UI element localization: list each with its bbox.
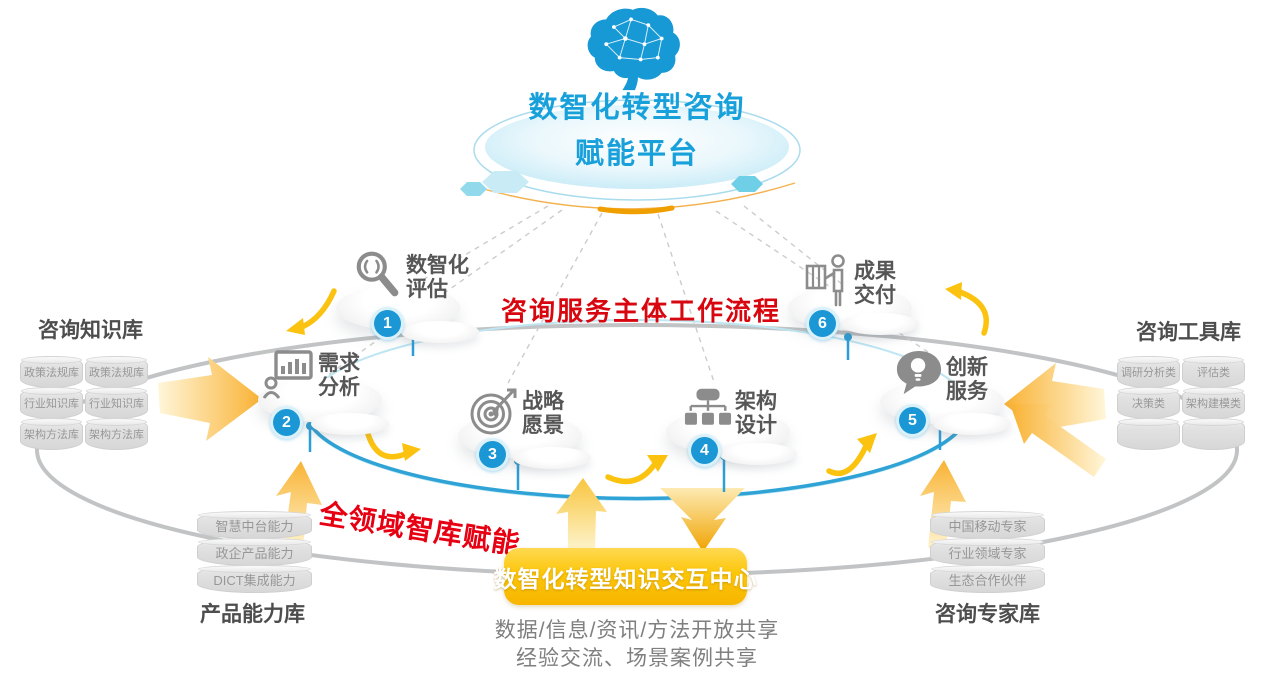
station-demand-analysis: 需求 分析 2	[255, 348, 435, 458]
tools-cylinder	[1182, 418, 1245, 450]
pedestal-echo	[933, 413, 1011, 435]
station-architecture-design: 架构 设计 4	[666, 382, 856, 492]
step-number-badge: 3	[476, 438, 509, 471]
knowledge-cylinder: 政策法规库	[85, 356, 148, 388]
flow-swoosh-arrows	[299, 288, 989, 485]
tools-diagonal-arrow	[1010, 404, 1106, 477]
pedestal-echo	[841, 313, 919, 335]
flow-swoosh-arrowheads	[286, 282, 962, 472]
step-label: 架构 设计	[735, 390, 777, 437]
knowledge-cylinder: 架构方法库	[85, 418, 148, 450]
expert-cylinder: 中国移动专家	[930, 511, 1045, 539]
demand-analysis-icon	[262, 350, 313, 399]
knowledge-arrow	[158, 357, 262, 441]
knowledge-hub-label: 数智化转型知识交互中心	[493, 565, 758, 592]
pedestal-echo	[513, 447, 591, 469]
knowledge-library-title: 咨询知识库	[38, 319, 143, 342]
station-innovation-service: 创新 服务 5	[880, 348, 1066, 458]
idea-bubble-icon	[896, 350, 942, 395]
center-up-arrow	[556, 478, 607, 549]
workflow-title: 咨询服务主体工作流程	[501, 296, 782, 326]
tools-library-title: 咨询工具库	[1136, 321, 1241, 344]
knowledge-cylinder: 政策法规库	[20, 356, 83, 388]
delivery-person-icon	[805, 254, 845, 307]
hex-cube-icon	[482, 171, 529, 193]
pedestal-echo	[311, 413, 389, 435]
platform-disc	[460, 99, 801, 215]
pedestal-echo	[401, 321, 479, 343]
tools-cylinder: 评估类	[1182, 356, 1245, 388]
step-label: 数智化 评估	[406, 254, 469, 301]
product-cylinder: 政企产品能力	[197, 538, 312, 566]
knowledge-cylinder: 架构方法库	[20, 418, 83, 450]
station-digital-assessment: 数智化 评估 1	[336, 248, 520, 358]
knowledge-hub-box: 数智化转型知识交互中心	[494, 541, 757, 605]
tools-cylinder: 架构建模类	[1182, 387, 1245, 419]
feed-arrows	[158, 357, 1106, 552]
search-icon	[356, 251, 399, 297]
expert-cylinder: 行业领域专家	[930, 538, 1045, 566]
station-strategy-vision: 战略 愿景 3	[458, 385, 642, 495]
step-number-badge: 5	[896, 404, 929, 437]
tools-cylinder: 调研分析类	[1117, 356, 1180, 388]
brain-network-icon	[587, 7, 680, 91]
hub-caption-line1: 数据/信息/资讯/方法开放共享	[494, 619, 780, 642]
tools-cylinder	[1117, 418, 1180, 450]
expert-cylinder: 生态合作伙伴	[930, 565, 1045, 593]
architecture-icon	[684, 388, 732, 425]
station-result-delivery: 成果 交付 6	[788, 252, 976, 362]
tools-cylinder: 决策类	[1117, 387, 1180, 419]
hex-cube-icon	[460, 182, 487, 196]
platform-title-line1: 数智化转型咨询	[528, 92, 746, 124]
knowledge-cylinder: 行业知识库	[20, 387, 83, 419]
platform-title-line2: 赋能平台	[574, 138, 699, 170]
step-label: 需求 分析	[318, 352, 360, 399]
target-icon	[470, 388, 517, 435]
pedestal-echo	[719, 443, 797, 465]
step-number-badge: 2	[270, 406, 303, 439]
expert-library-title: 咨询专家库	[935, 603, 1040, 626]
knowledge-cylinder: 行业知识库	[85, 387, 148, 419]
step-number-badge: 1	[371, 307, 404, 340]
step-number-badge: 4	[688, 434, 721, 467]
center-down-arrow	[660, 488, 745, 552]
workflow-ring	[308, 422, 966, 501]
step-label: 战略 愿景	[522, 390, 564, 437]
hex-cube-icon	[731, 176, 763, 192]
tools-arrow	[1004, 363, 1106, 446]
product-library-title: 产品能力库	[200, 603, 305, 626]
product-cylinder: DICT集成能力	[197, 565, 312, 593]
step-label: 成果 交付	[854, 260, 896, 307]
step-label: 创新 服务	[946, 356, 988, 403]
product-cylinder: 智慧中台能力	[197, 511, 312, 539]
hub-caption-line2: 经验交流、场景案例共享	[516, 647, 758, 670]
step-number-badge: 6	[806, 307, 839, 340]
